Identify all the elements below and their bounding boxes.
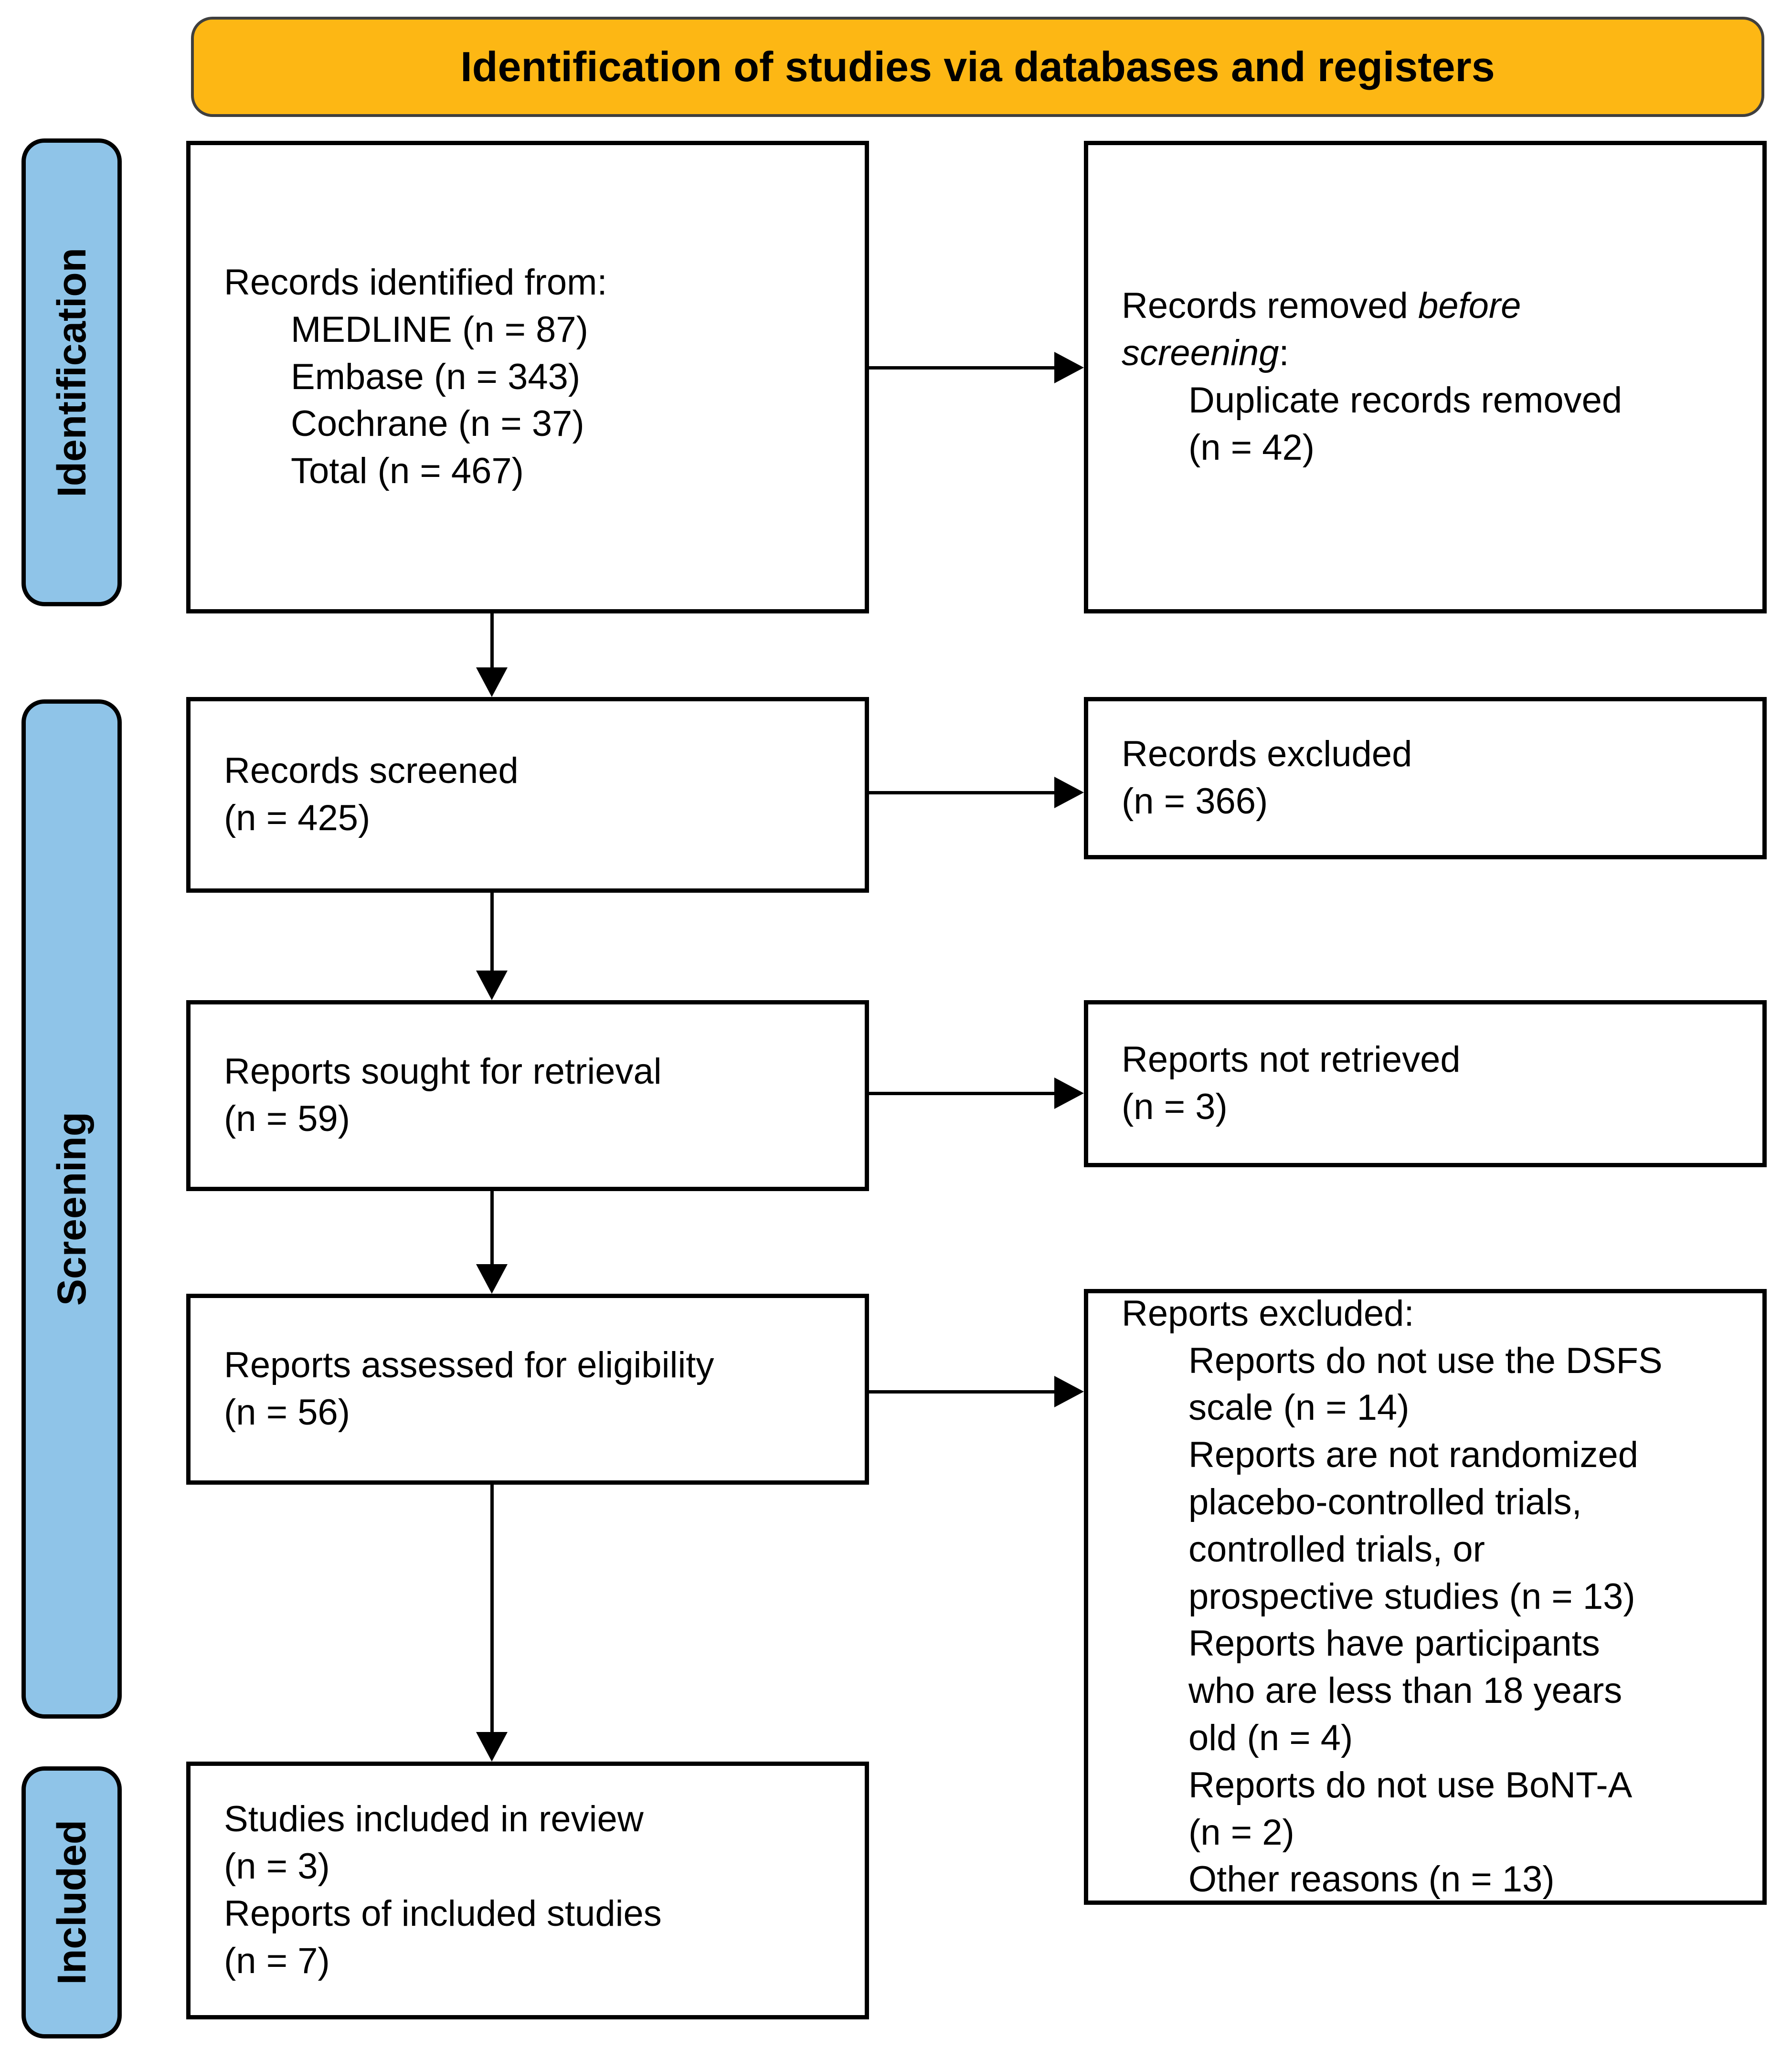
flow-box-item-line: Total (n = 467) — [291, 451, 524, 492]
box-line: (n = 425) — [224, 798, 371, 838]
banner-title: Identification of studies via databases … — [460, 43, 1495, 90]
intro-line: Records removed before — [1122, 285, 1521, 327]
box-reports-assessed: Reports assessed for eligibility (n = 56… — [186, 1294, 869, 1485]
banner: Identification of studies via databases … — [191, 17, 1764, 117]
arrow-down-sought-to-assessed — [476, 1191, 508, 1294]
flow-box-item: MEDLINE (n = 87) — [291, 306, 841, 354]
arrow-shaft — [490, 613, 494, 667]
flow-box-item-line: Reports are not randomized — [1188, 1435, 1639, 1476]
sidebar-stage-included: Included — [21, 1766, 122, 2038]
box-line: Reports of included studies — [224, 1893, 662, 1934]
box-line: Records screened — [224, 750, 519, 792]
flow-box-item-line: Other reasons (n = 13) — [1188, 1859, 1555, 1900]
flow-box-item-line: (n = 42) — [1188, 427, 1315, 468]
box-items: Duplicate records removed (n = 42) — [1122, 377, 1739, 472]
flow-box-item: Total (n = 467) — [291, 448, 841, 495]
box-records-excluded: Records excluded (n = 366) — [1084, 697, 1767, 859]
arrow-head-icon — [1054, 352, 1084, 383]
box-intro: Reports excluded: — [1122, 1293, 1414, 1334]
arrow-shaft — [490, 1485, 494, 1732]
flow-box-item-line: old (n = 4) — [1188, 1718, 1353, 1758]
flow-box-item-line: Duplicate records removed — [1188, 380, 1622, 421]
flow-box-item-line: MEDLINE (n = 87) — [291, 309, 588, 350]
arrow-shaft — [869, 366, 1054, 370]
flow-box-item-line: prospective studies (n = 13) — [1188, 1576, 1635, 1617]
box-items: MEDLINE (n = 87) Embase (n = 343) Cochrane… — [224, 306, 841, 495]
arrow-head-icon — [476, 1264, 508, 1294]
flow-box-item-line: (n = 2) — [1188, 1812, 1294, 1853]
box-reports-not-retrieved: Reports not retrieved (n = 3) — [1084, 1000, 1767, 1167]
stage-label: Identification — [49, 247, 94, 497]
arrow-shaft — [869, 1091, 1054, 1095]
arrow-shaft — [490, 1191, 494, 1264]
arrow-shaft — [490, 893, 494, 971]
arrow-head-icon — [1054, 1376, 1084, 1407]
arrow-head-icon — [476, 667, 508, 697]
box-items: Reports do not use the DSFS scale (n = 14… — [1122, 1338, 1739, 1904]
flow-box-item: Reports do not use BoNT-A (n = 2) — [1188, 1762, 1739, 1857]
flow-box-item: Cochrane (n = 37) — [291, 401, 841, 448]
intro-line: screening: — [1122, 333, 1289, 374]
flow-box-item-line: placebo-controlled trials, — [1188, 1482, 1582, 1523]
box-line: (n = 366) — [1122, 781, 1268, 822]
flow-box-item-line: Reports do not use BoNT-A — [1188, 1764, 1633, 1806]
box-line: (n = 3) — [1122, 1087, 1228, 1127]
box-reports-excluded: Reports excluded: Reports do not use the… — [1084, 1289, 1767, 1905]
box-line: Reports sought for retrieval — [224, 1051, 662, 1092]
sidebar-stage-screening: Screening — [21, 699, 122, 1719]
arrow-right-sought-to-not-retrieved — [869, 1077, 1084, 1109]
arrow-down-assessed-to-included — [476, 1485, 508, 1762]
arrow-down-identified-to-screened — [476, 613, 508, 697]
arrow-head-icon — [1054, 1077, 1084, 1109]
box-records-identified: Records identified from: MEDLINE (n = 87… — [186, 141, 869, 613]
arrow-down-screened-to-sought — [476, 893, 508, 1000]
box-studies-included: Studies included in review (n = 3) Repor… — [186, 1762, 869, 2019]
box-records-removed: Records removed before screening: Duplic… — [1084, 141, 1767, 613]
flow-box-item: Reports do not use the DSFS scale (n = 14… — [1188, 1338, 1739, 1432]
box-intro: Records removed before screening: — [1122, 283, 1739, 377]
flow-box-item: Duplicate records removed (n = 42) — [1188, 377, 1739, 472]
box-line: Reports not retrieved — [1122, 1039, 1461, 1080]
flow-box-item: Other reasons (n = 13) — [1188, 1856, 1739, 1903]
flow-box-item: Embase (n = 343) — [291, 354, 841, 401]
box-line: (n = 3) — [224, 1846, 330, 1887]
box-line: (n = 59) — [224, 1098, 350, 1139]
flow-box-item-line: controlled trials, or — [1188, 1529, 1485, 1570]
stage-label: Screening — [49, 1112, 94, 1306]
flow-box-item: Reports are not randomized placebo-contro… — [1188, 1432, 1739, 1620]
box-line: (n = 7) — [224, 1940, 330, 1981]
arrow-right-screened-to-excluded — [869, 777, 1084, 808]
box-line: Studies included in review — [224, 1799, 644, 1840]
arrow-shaft — [869, 791, 1054, 794]
flow-box-item-line: Cochrane (n = 37) — [291, 403, 584, 444]
box-line: Records excluded — [1122, 734, 1412, 775]
arrow-head-icon — [1054, 777, 1084, 808]
box-line: (n = 56) — [224, 1392, 350, 1433]
box-records-screened: Records screened (n = 425) — [186, 697, 869, 893]
stage-label: Included — [49, 1820, 94, 1985]
flow-box-item-line: Embase (n = 343) — [291, 356, 581, 397]
flow-box-item-line: Reports have participants — [1188, 1623, 1600, 1664]
arrow-head-icon — [476, 1732, 508, 1762]
arrow-shaft — [869, 1390, 1054, 1394]
flow-box-item-line: Reports do not use the DSFS — [1188, 1340, 1663, 1381]
flow-box-item-line: scale (n = 14) — [1188, 1387, 1410, 1428]
box-reports-sought: Reports sought for retrieval (n = 59) — [186, 1000, 869, 1191]
box-line: Reports assessed for eligibility — [224, 1345, 714, 1386]
arrow-right-assessed-to-excluded — [869, 1376, 1084, 1407]
flow-box-item-line: who are less than 18 years — [1188, 1670, 1622, 1711]
box-intro: Records identified from: — [224, 262, 607, 303]
arrow-head-icon — [476, 971, 508, 1000]
arrow-right-identified-to-removed — [869, 352, 1084, 383]
flow-box-item: Reports have participants who are less th… — [1188, 1620, 1739, 1762]
sidebar-stage-identification: Identification — [21, 138, 122, 606]
